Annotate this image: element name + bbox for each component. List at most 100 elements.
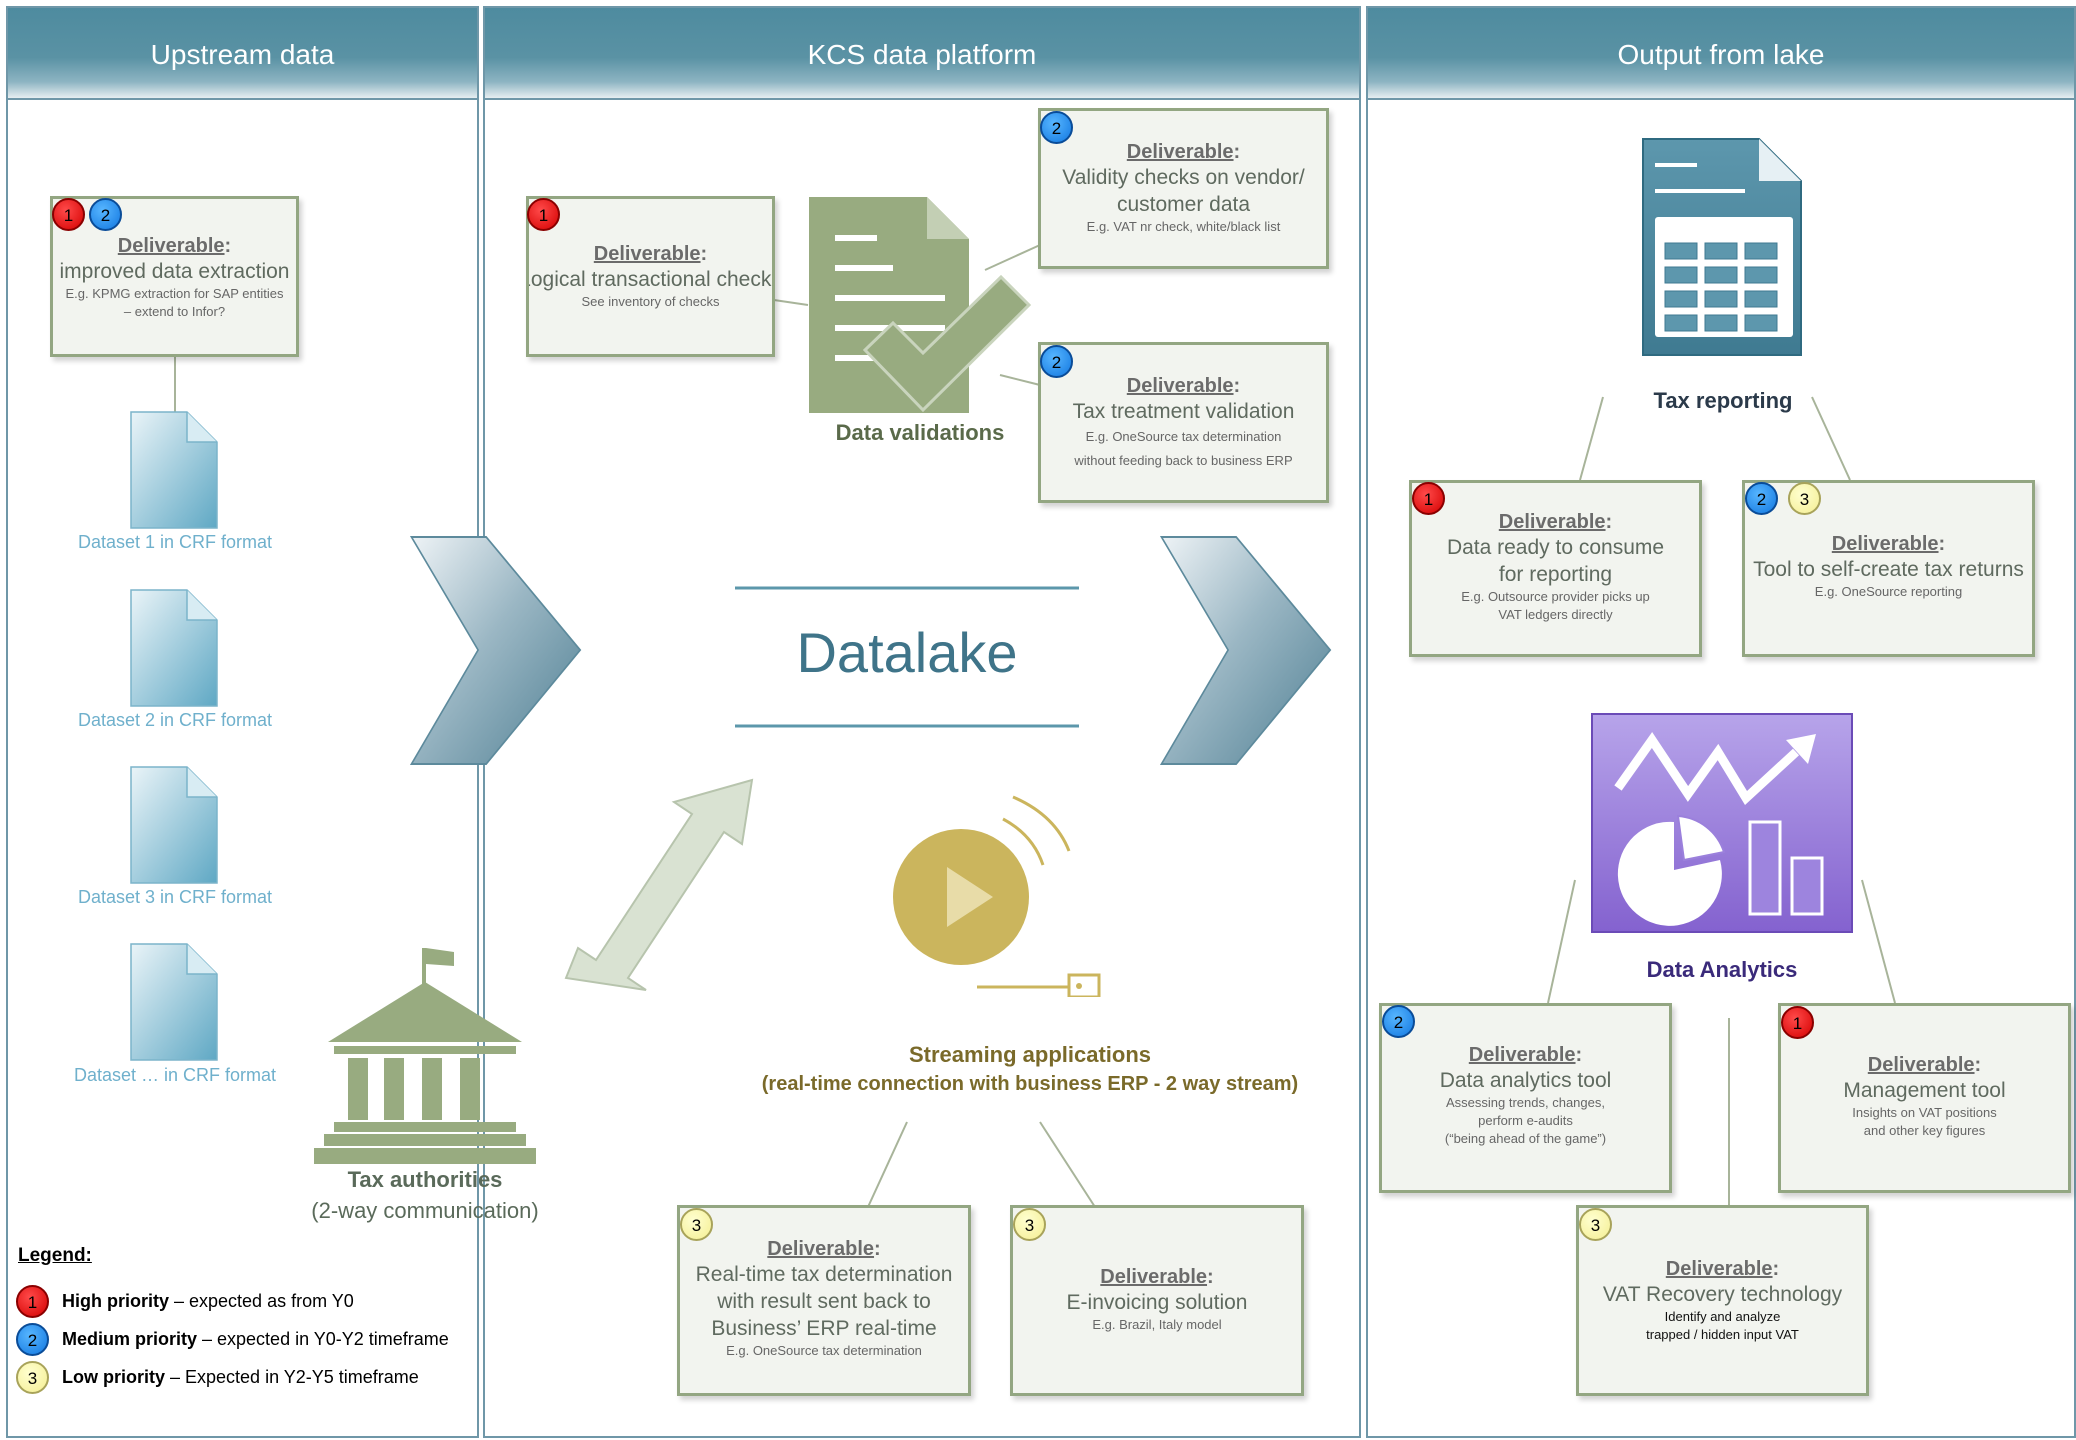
streaming-sub: (real-time connection with business ERP … [761, 1073, 1299, 1095]
priority-badge-medium: 2 [16, 1323, 49, 1356]
deliverable-title: Real-time tax determination [695, 1263, 953, 1286]
datalake-title: Datalake [796, 621, 1018, 684]
priority-badge-low: 3 [1579, 1208, 1612, 1241]
deliverable-analytics-tool: Deliverable: Data analytics tool Assessi… [1379, 1003, 1672, 1193]
deliverable-label: Deliverable [1126, 375, 1234, 397]
deliverable-data-ready: Deliverable: Data ready to consume for r… [1409, 480, 1702, 657]
deliverable-label: Deliverable [1468, 1044, 1576, 1066]
deliverable-title: Management tool [1843, 1079, 2006, 1102]
dataset-label: Dataset 3 in CRF format [77, 887, 273, 907]
deliverable-label: Deliverable [1831, 533, 1939, 555]
deliverable-label: Deliverable [117, 235, 225, 257]
deliverable-sub: (“being ahead of the game”) [1444, 1131, 1607, 1146]
tax-authorities-title: Tax authorities [347, 1167, 503, 1192]
dataset-label: Dataset … in CRF format [73, 1065, 277, 1085]
output-header: Output from lake [1366, 6, 2076, 100]
deliverable-sub: E.g. OneSource reporting [1814, 584, 1963, 599]
two-way-arrow-icon [564, 778, 754, 991]
deliverable-sub: Assessing trends, changes, [1446, 1095, 1605, 1110]
priority-badge-high: 1 [16, 1285, 49, 1318]
chevron-arrow-icon [1160, 536, 1332, 765]
priority-badge-medium: 2 [1040, 111, 1073, 144]
priority-badge-medium: 2 [89, 198, 122, 231]
deliverable-sub: VAT ledgers directly [1498, 607, 1613, 622]
deliverable-sub: E.g. KPMG extraction for SAP entities [65, 286, 284, 301]
deliverable-management-tool: Deliverable: Management tool Insights on… [1778, 1003, 2071, 1193]
data-analytics-label: Data Analytics [1646, 957, 1798, 982]
deliverable-sub: E.g. VAT nr check, white/black list [1086, 219, 1281, 234]
deliverable-title: VAT Recovery technology [1602, 1283, 1843, 1306]
deliverable-label: Deliverable [593, 243, 701, 265]
legend-item-bold: High priority [62, 1291, 169, 1311]
deliverable-title: for reporting [1498, 563, 1613, 586]
priority-badge-low: 3 [1788, 482, 1821, 515]
deliverable-title: E-invoicing solution [1066, 1291, 1248, 1314]
deliverable-sub: without feeding back to business ERP [1074, 453, 1293, 468]
priority-badge-high: 1 [527, 198, 560, 231]
checklist-document-icon [809, 197, 1032, 413]
deliverable-label: Deliverable [1665, 1258, 1773, 1280]
streaming-title: Streaming applications [908, 1042, 1152, 1067]
deliverable-sub: Insights on VAT positions [1852, 1105, 1997, 1120]
deliverable-label: Deliverable [1126, 141, 1234, 163]
document-icon [130, 411, 218, 529]
deliverable-sub: perform e-audits [1478, 1113, 1573, 1128]
deliverable-title: customer data [1116, 193, 1251, 216]
tax-reporting-label: Tax reporting [1653, 388, 1793, 413]
deliverable-label: Deliverable [1498, 511, 1606, 533]
legend-item-bold: Low priority [62, 1367, 165, 1387]
deliverable-validity-checks: Deliverable: Validity checks on vendor/ … [1038, 108, 1329, 269]
deliverable-sub: and other key figures [1863, 1123, 1986, 1138]
deliverable-title: Validity checks on vendor/ [1062, 166, 1305, 189]
priority-badge-low: 3 [1013, 1208, 1046, 1241]
deliverable-vat-recovery: Deliverable: VAT Recovery technology Ide… [1576, 1205, 1869, 1396]
deliverable-sub: See inventory of checks [581, 294, 720, 309]
deliverable-title: Tool to self-create tax returns [1753, 558, 2024, 581]
priority-badge-medium: 2 [1745, 482, 1778, 515]
streaming-play-icon [893, 795, 1101, 997]
deliverable-title: improved data extraction [59, 260, 290, 283]
deliverable-title: Data ready to consume [1446, 536, 1665, 559]
deliverable-tax-treatment: Deliverable: Tax treatment validation E.… [1038, 342, 1329, 503]
priority-badge-low: 3 [16, 1361, 49, 1394]
deliverable-title: Tax treatment validation [1072, 400, 1295, 423]
legend-item-text: – expected in Y0-Y2 timeframe [197, 1329, 449, 1349]
chevron-arrow-icon [410, 536, 582, 765]
deliverable-title: Data analytics tool [1439, 1069, 1612, 1092]
deliverable-title: Business’ ERP real-time [711, 1317, 937, 1340]
deliverable-sub: E.g. Outsource provider picks up [1461, 589, 1650, 604]
upstream-header: Upstream data [6, 6, 479, 100]
deliverable-realtime-tax: Deliverable: Real-time tax determination… [677, 1205, 971, 1396]
document-icon [130, 943, 218, 1061]
deliverable-label: Deliverable [1100, 1266, 1208, 1288]
deliverable-sub: E.g. OneSource tax determination [726, 1343, 922, 1358]
spreadsheet-icon [1642, 138, 1802, 356]
dataset-label: Dataset 2 in CRF format [77, 710, 273, 730]
deliverable-sub: – extend to Infor? [123, 304, 226, 319]
priority-badge-high: 1 [1781, 1006, 1814, 1039]
deliverable-sub: E.g. Brazil, Italy model [1092, 1317, 1222, 1332]
priority-badge-medium: 2 [1040, 345, 1073, 378]
deliverable-sub: trapped / hidden input VAT [1646, 1327, 1799, 1342]
deliverable-self-create-returns: Deliverable: Tool to self-create tax ret… [1742, 480, 2035, 657]
deliverable-sub: E.g. OneSource tax determination [1085, 429, 1282, 444]
deliverable-improved-extraction: Deliverable: improved data extraction E.… [50, 196, 299, 357]
deliverable-sub: Identify and analyze [1664, 1309, 1781, 1324]
deliverable-title: Logical transactional checks [526, 268, 775, 291]
document-icon [130, 589, 218, 707]
analytics-chart-icon [1591, 713, 1853, 933]
deliverable-title: with result sent back to [717, 1290, 931, 1313]
tax-authorities-sub: (2-way communication) [311, 1198, 539, 1223]
government-building-icon [314, 948, 536, 1164]
legend-item-text: – Expected in Y2-Y5 timeframe [165, 1367, 419, 1387]
platform-header: KCS data platform [483, 6, 1361, 100]
document-icon [130, 766, 218, 884]
priority-badge-high: 1 [1412, 482, 1445, 515]
dataset-label: Dataset 1 in CRF format [77, 532, 273, 552]
priority-badge-high: 1 [52, 198, 85, 231]
deliverable-logical-checks: Deliverable: Logical transactional check… [526, 196, 775, 357]
legend-item-bold: Medium priority [62, 1329, 198, 1349]
legend-item-text: – expected as from Y0 [169, 1291, 354, 1311]
deliverable-e-invoicing: Deliverable: E-invoicing solution E.g. B… [1010, 1205, 1304, 1396]
